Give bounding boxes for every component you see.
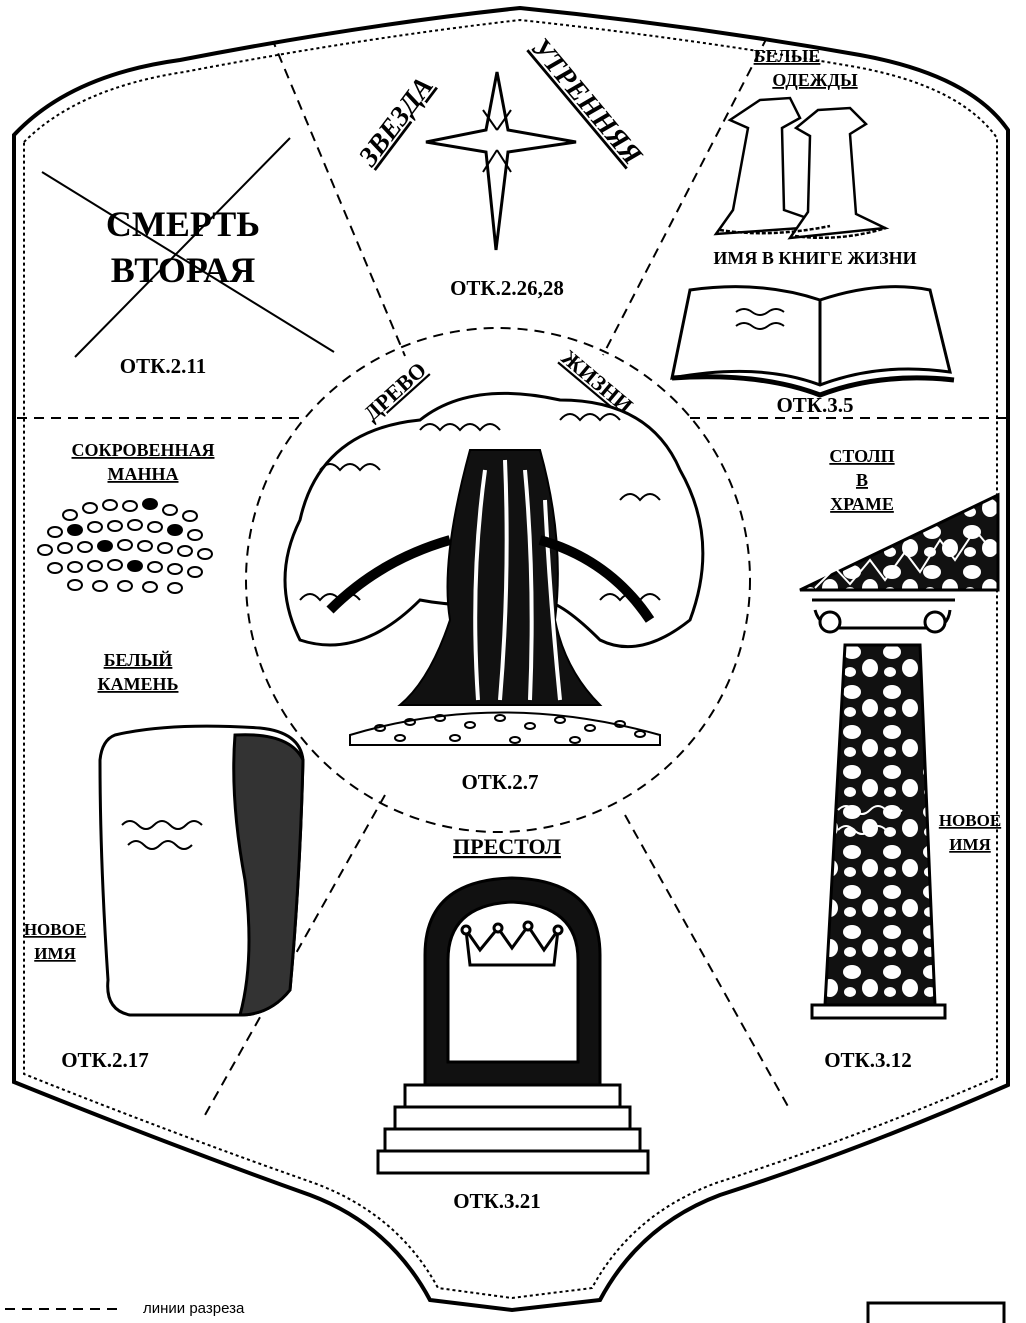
cut-line-top-right [602, 21, 776, 356]
pillar-name-line1: НОВОЕ [939, 811, 1001, 830]
manna-pile-icon [37, 498, 213, 594]
stone-title-line1: БЕЛЫЙ [104, 649, 173, 670]
cut-line-center-circle [245, 327, 751, 833]
death-title-line2: ВТОРАЯ [111, 250, 255, 290]
robes-section: БЕЛЫЕ ОДЕЖДЫ ИМЯ В КНИГЕ ЖИЗНИ ОТК.3.5 [670, 46, 955, 417]
cut-line-top-left [264, 21, 406, 357]
star-word1: ЗВЕЗДА [352, 71, 439, 173]
star-section: ЗВЕЗДА УТРЕННЯЯ ОТК.2.26,28 [352, 33, 648, 300]
star-word2: УТРЕННЯЯ [525, 33, 649, 172]
stone-name-line1: НОВОЕ [24, 920, 86, 939]
pillar-icon [799, 492, 1000, 1020]
shield-outline [12, 5, 1010, 1313]
star-sparkle-icon [482, 109, 512, 173]
robes-ref: ОТК.3.5 [776, 393, 853, 417]
stone-ref: ОТК.2.17 [61, 1048, 149, 1072]
death-section: СМЕРТЬ ВТОРАЯ ОТК.2.11 [41, 137, 335, 378]
throne-section: ПРЕСТОЛ ОТК.3.21 [376, 834, 650, 1213]
stone-title-line2: КАМЕНЬ [98, 674, 179, 694]
cut-lines [14, 21, 1008, 1116]
pillar-title-line2: В [856, 470, 868, 490]
pillar-section: СТОЛП В ХРАМЕ НОВОЕ ИМЯ ОТК.3.12 [799, 446, 1001, 1072]
cross-out-line [74, 137, 291, 358]
pillar-title-line3: ХРАМЕ [830, 494, 894, 514]
stone-section: БЕЛЫЙ КАМЕНЬ НОВОЕ ИМЯ ОТК.2.17 [24, 649, 305, 1072]
manna-title-line2: МАННА [108, 464, 179, 484]
manna-title-line1: СОКРОВЕННАЯ [72, 440, 215, 460]
throne-ref: ОТК.3.21 [453, 1189, 541, 1213]
white-stone-icon [98, 724, 305, 1017]
cut-line-bottom-right [624, 814, 791, 1111]
tree-icon [283, 391, 705, 746]
death-title-line1: СМЕРТЬ [106, 204, 260, 244]
legend: линии разреза [5, 1300, 245, 1317]
book-icon [670, 285, 955, 398]
star-ref: ОТК.2.26,28 [450, 276, 564, 300]
corner-frame [866, 1301, 1006, 1323]
throne-title: ПРЕСТОЛ [453, 834, 562, 859]
death-ref: ОТК.2.11 [120, 354, 206, 378]
manna-section: СОКРОВЕННАЯ МАННА [37, 440, 215, 594]
legend-label: линии разреза [143, 1300, 245, 1317]
tree-ref: ОТК.2.7 [461, 770, 538, 794]
star-icon [425, 71, 577, 251]
stone-name-line2: ИМЯ [34, 944, 76, 963]
pillar-ref: ОТК.3.12 [824, 1048, 912, 1072]
tree-word1: ДРЕВО [359, 357, 431, 426]
pillar-title-line1: СТОЛП [829, 446, 894, 466]
robes-title-line1: БЕЛЫЕ [754, 46, 821, 66]
cross-out-line [41, 171, 335, 353]
book-caption: ИМЯ В КНИГЕ ЖИЗНИ [713, 248, 916, 268]
throne-icon [376, 876, 650, 1175]
robe-icon [713, 96, 890, 240]
pillar-name-line2: ИМЯ [949, 835, 991, 854]
tree-section: ДРЕВО ЖИЗНИ [283, 345, 705, 794]
robes-title-line2: ОДЕЖДЫ [772, 70, 858, 90]
